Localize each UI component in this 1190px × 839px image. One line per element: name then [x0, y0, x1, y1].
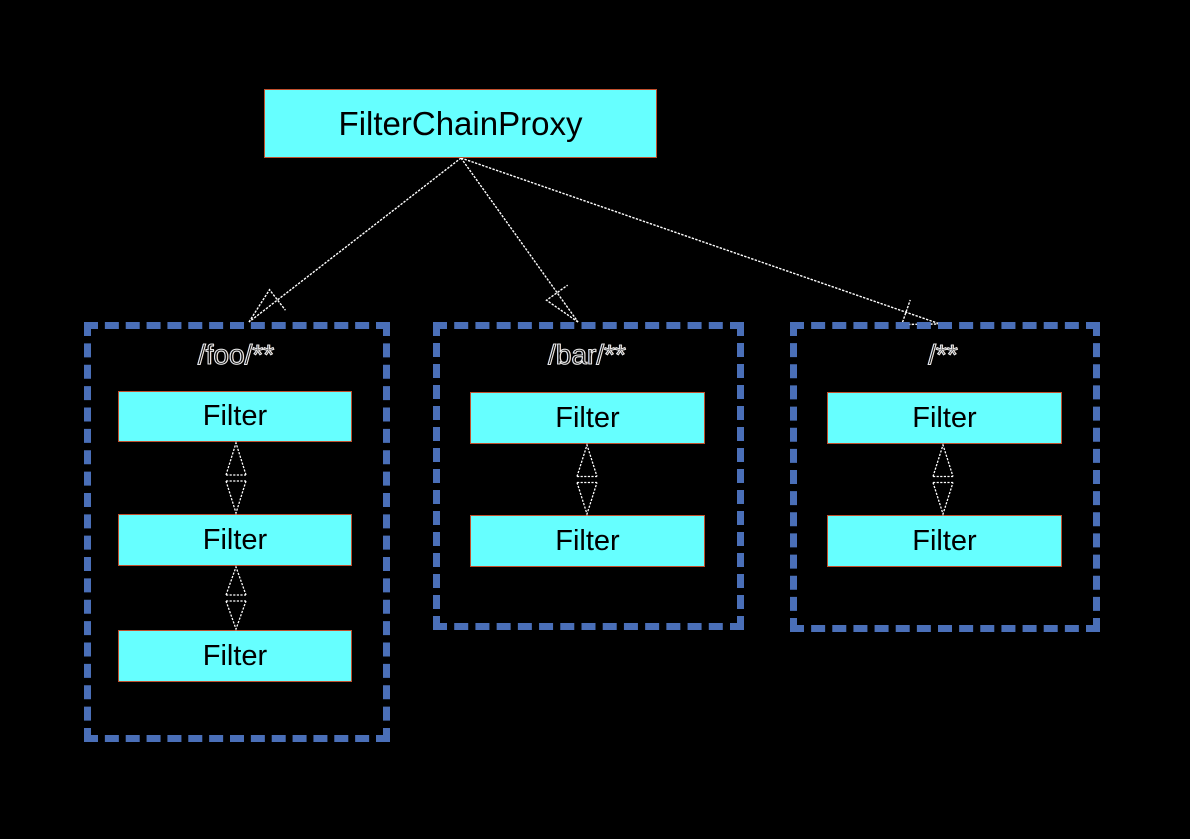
filter-node[interactable]: Filter — [827, 392, 1062, 444]
filter-node-label: Filter — [555, 401, 620, 434]
filter-chain-proxy-label: FilterChainProxy — [338, 105, 583, 142]
chain-pattern-label: /bar/** — [548, 339, 627, 370]
proxy-to-chain-line — [460, 157, 579, 323]
filter-node[interactable]: Filter — [118, 630, 352, 682]
filter-chain-group[interactable] — [84, 322, 390, 742]
filter-node-label: Filter — [202, 523, 268, 556]
proxy-to-chain-arrowhead — [900, 299, 941, 326]
chain-pattern-label: /** — [928, 339, 959, 370]
filter-node-label: Filter — [912, 401, 977, 434]
filter-node[interactable]: Filter — [827, 515, 1062, 567]
proxy-to-chain-line — [460, 157, 941, 325]
filter-node-label: Filter — [912, 524, 977, 557]
filter-node[interactable]: Filter — [470, 515, 705, 567]
filter-chain-group[interactable] — [433, 322, 744, 630]
filter-chain-proxy-node[interactable]: FilterChainProxy — [264, 89, 657, 158]
proxy-to-chain-arrowhead — [248, 288, 286, 323]
filter-node[interactable]: Filter — [118, 391, 352, 442]
filter-chain-group[interactable] — [790, 322, 1100, 632]
filter-node-label: Filter — [555, 524, 620, 557]
filter-node[interactable]: Filter — [118, 514, 352, 566]
filter-node-label: Filter — [202, 639, 268, 672]
proxy-to-chain-arrowhead — [545, 284, 579, 323]
filter-node[interactable]: Filter — [470, 392, 705, 444]
filter-node-label: Filter — [202, 400, 268, 432]
chain-pattern-label: /foo/** — [197, 339, 275, 370]
proxy-to-chain-line — [248, 157, 462, 323]
